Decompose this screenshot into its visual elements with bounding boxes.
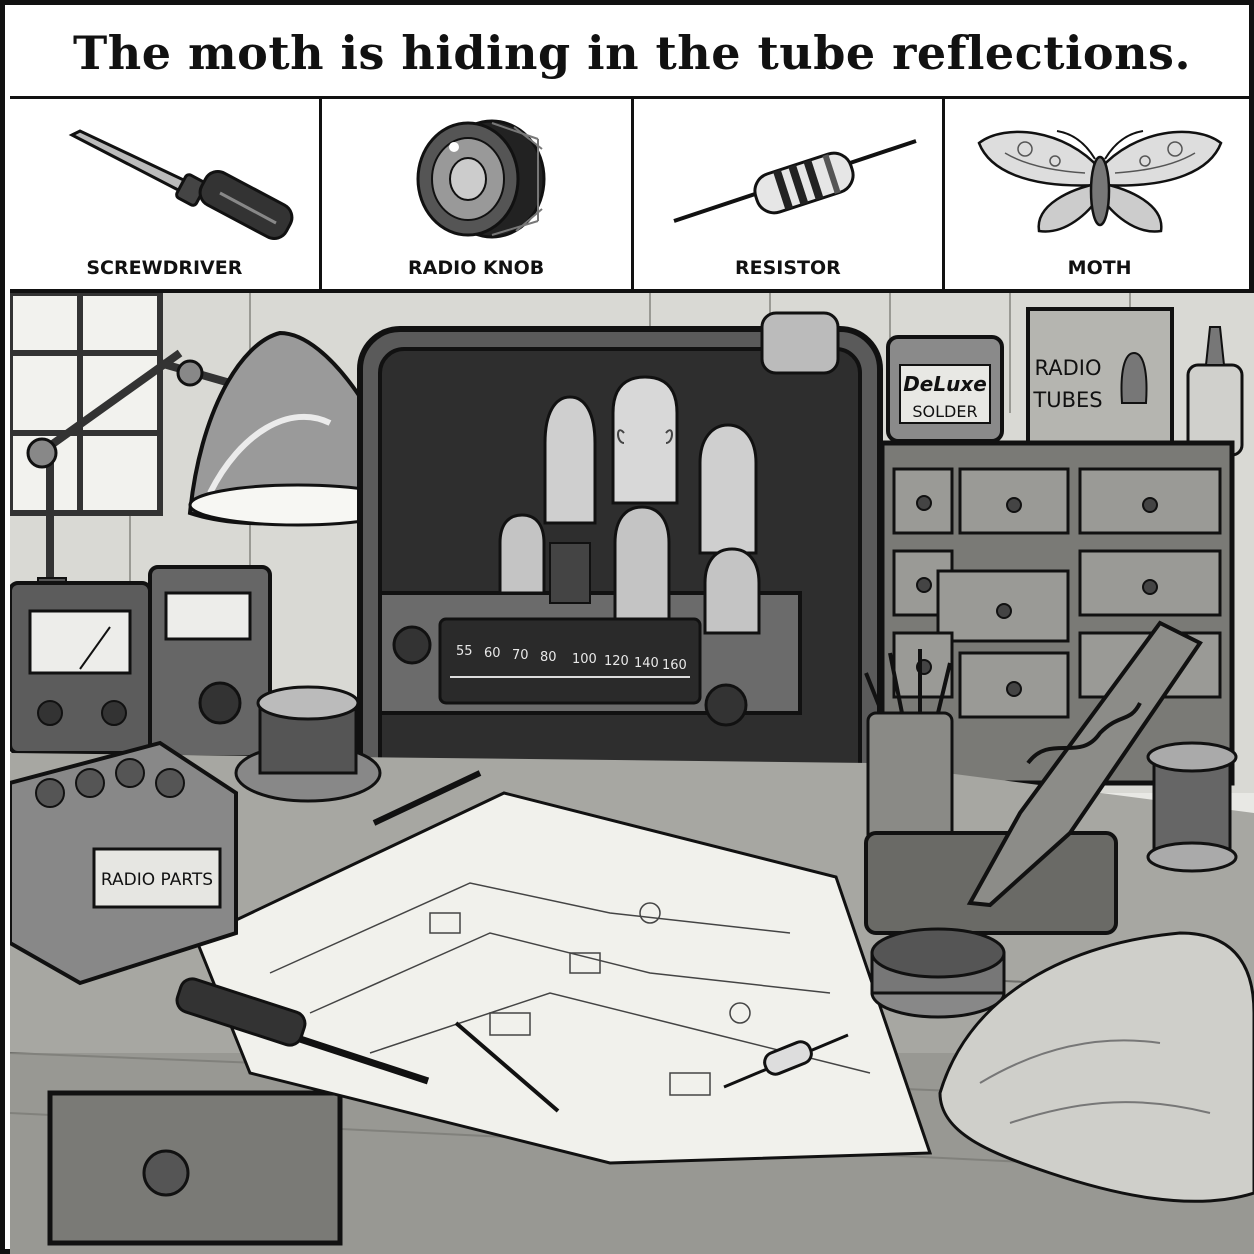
solder-can-label: SOLDER	[912, 402, 977, 421]
parts-box-label: RADIO PARTS	[101, 870, 213, 890]
target-item-moth[interactable]: MOTH	[945, 99, 1254, 289]
tweezers[interactable]	[454, 1021, 560, 1113]
title-bar: The moth is hiding in the tube reflectio…	[10, 10, 1254, 99]
soldering-iron[interactable]	[864, 620, 1203, 935]
desk-lamp[interactable]	[26, 330, 408, 593]
solder-spool[interactable]	[234, 685, 382, 803]
wire-spool[interactable]	[1146, 741, 1238, 873]
radio-tubes-box[interactable]: RADIO TUBES	[1026, 307, 1174, 461]
radio-knob-right[interactable]	[704, 683, 748, 727]
screwdriver-icon	[68, 129, 294, 240]
test-meter-right[interactable]	[148, 565, 272, 759]
wire-cutter[interactable]	[372, 770, 482, 826]
radio-chassis[interactable]: 55 60 70 80 100 120 140 160	[357, 326, 883, 852]
dial-scale-label: 120	[604, 654, 629, 669]
test-meter-left[interactable]	[10, 581, 152, 755]
dial-scale-label: 80	[540, 650, 557, 665]
target-label: MOTH	[1067, 257, 1132, 279]
dial-scale-label: 60	[484, 646, 501, 661]
dial-scale-label: 55	[456, 644, 473, 659]
radio-knob-icon	[416, 119, 546, 239]
target-label: SCREWDRIVER	[86, 257, 243, 279]
screwdriver-on-desk[interactable]	[174, 976, 430, 1085]
schematic-sheet[interactable]	[194, 791, 933, 1165]
scene-illustration: 55 60 70 80 100 120 140 160	[10, 293, 1254, 1254]
radio-knob-left[interactable]	[392, 625, 432, 665]
moth-icon	[977, 130, 1223, 233]
tuning-dial[interactable]: 55 60 70 80 100 120 140 160	[438, 617, 702, 705]
oil-bottle[interactable]	[760, 311, 840, 375]
tube-box-line2: TUBES	[1032, 388, 1102, 412]
target-label: RADIO KNOB	[408, 257, 545, 279]
solder-can-brand: DeLuxe	[903, 372, 987, 396]
workbench-scene[interactable]: 55 60 70 80 100 120 140 160	[10, 293, 1254, 1254]
vacuum-tubes[interactable]	[498, 375, 761, 635]
dial-scale-label: 100	[572, 652, 597, 667]
solder-tin[interactable]	[870, 927, 1006, 1019]
tube-box-line1: RADIO	[1035, 356, 1102, 380]
target-items-row: SCREWDRIVER RADIO KNOB	[10, 99, 1254, 293]
solder-can[interactable]: DeLuxe SOLDER	[886, 335, 1004, 443]
dial-scale-label: 140	[634, 656, 659, 671]
target-item-screwdriver[interactable]: SCREWDRIVER	[10, 99, 322, 289]
desk-drawer[interactable]	[47, 1090, 343, 1246]
target-item-resistor[interactable]: RESISTOR	[634, 99, 946, 289]
glass-jar[interactable]	[1186, 326, 1244, 457]
dial-scale-label: 160	[662, 658, 687, 673]
resistor-icon	[672, 139, 917, 223]
pencil-cup[interactable]	[864, 649, 954, 845]
resistor-on-schematic[interactable]	[723, 1033, 849, 1089]
target-label: RESISTOR	[734, 257, 841, 279]
puzzle-title: The moth is hiding in the tube reflectio…	[73, 26, 1191, 80]
dial-scale-label: 70	[512, 648, 529, 663]
radio-parts-box[interactable]: RADIO PARTS	[10, 740, 238, 986]
desk-drawer-pull[interactable]	[142, 1149, 190, 1197]
target-item-radio-knob[interactable]: RADIO KNOB	[322, 99, 634, 289]
window	[10, 293, 163, 516]
